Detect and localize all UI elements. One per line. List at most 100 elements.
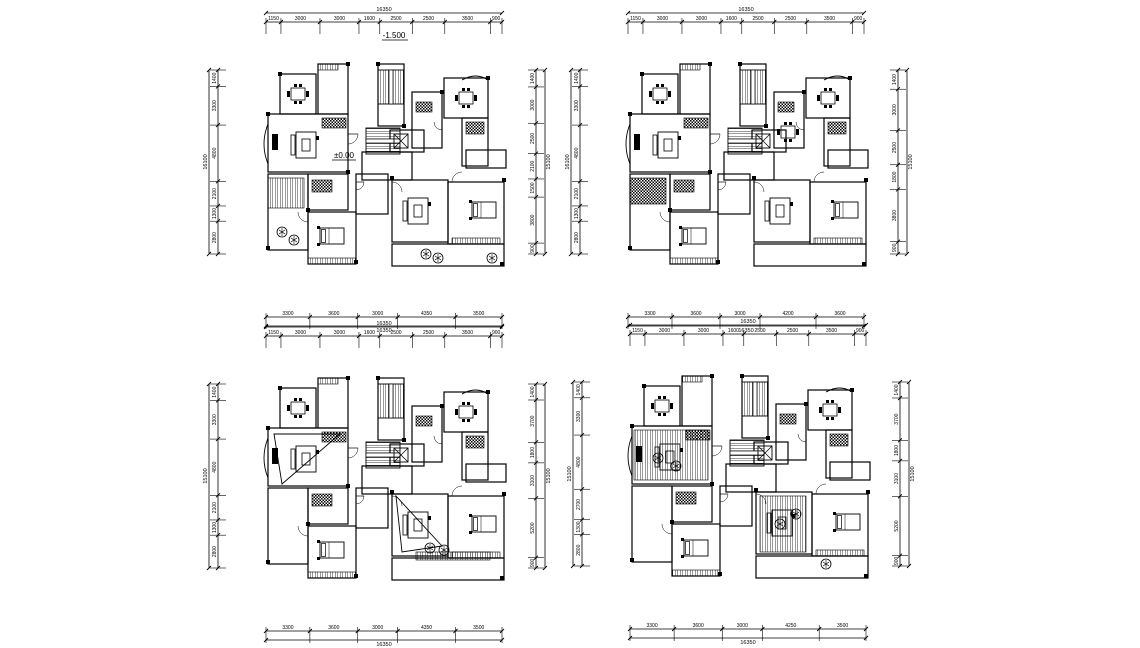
dimension-label: 2500	[752, 16, 763, 22]
door-swing	[795, 121, 805, 131]
dimension-label: 3000	[657, 16, 668, 22]
dining-table-left	[286, 83, 310, 105]
dining-room	[641, 73, 679, 115]
door-swing	[451, 171, 463, 183]
dimension-label: 3600	[328, 311, 339, 317]
bedroom	[307, 211, 357, 265]
dimension-label: 3500	[462, 16, 473, 22]
dimension-label: 1800	[530, 447, 536, 458]
living-room	[629, 113, 711, 173]
column	[266, 560, 270, 564]
dimension-label: 2500	[892, 142, 898, 153]
bedroom-right-window	[451, 237, 501, 245]
tv-cabinet-left	[634, 134, 640, 150]
dimension-tick	[906, 563, 912, 569]
dimension-label: 1150	[268, 16, 279, 22]
kitchen	[679, 63, 711, 115]
tv-cabinet-left	[272, 134, 278, 150]
living-room-right	[391, 179, 449, 243]
dimension-label: 3300	[212, 414, 218, 425]
dimension-label: 1600	[364, 330, 375, 336]
dimension-label: 2500	[423, 16, 434, 22]
dimension-total-label: 16350	[376, 642, 391, 648]
door-swing	[755, 493, 767, 505]
dimension-label: 3600	[834, 311, 845, 317]
bedroom	[307, 525, 357, 579]
dimension-total-label: 15100	[910, 466, 916, 481]
dimension-label: 1300	[212, 522, 218, 533]
column	[628, 246, 632, 250]
bedroom-window	[307, 571, 357, 579]
column	[486, 390, 490, 394]
kitchen-window	[317, 63, 339, 71]
dimension-label: 1150	[632, 328, 643, 334]
column	[764, 124, 768, 128]
dimension-total-label: 16350	[376, 7, 391, 13]
door-swing	[451, 485, 463, 497]
dimension-label: 1500	[530, 182, 536, 193]
dimension-label: 1300	[574, 208, 580, 219]
dimension-label: 1400	[530, 386, 536, 397]
kitchen-counter	[779, 413, 797, 425]
dimension-label: 2500	[390, 330, 401, 336]
hatched-areas	[267, 63, 501, 265]
dimension-tick	[542, 251, 548, 257]
dimension-label: 3000	[737, 623, 748, 629]
lift-cross	[755, 133, 771, 149]
dining-room	[279, 73, 317, 115]
dimension-tick	[499, 324, 505, 330]
bathroom	[671, 485, 713, 523]
dimension-total-label: 16350	[376, 321, 391, 327]
dimension-tick	[570, 563, 576, 569]
dimension-label: 1400	[530, 73, 536, 84]
plant	[420, 248, 432, 260]
dining-table-right	[816, 87, 840, 109]
sofa-left	[290, 445, 320, 473]
sofa-right	[402, 511, 432, 539]
dimension-label: 2800	[576, 544, 582, 555]
terrace-steps	[267, 177, 305, 209]
dimension-label: 3000	[698, 328, 709, 334]
dining-table-right	[454, 401, 478, 423]
dimension-label: 2500	[787, 328, 798, 334]
column	[738, 62, 742, 66]
column	[502, 178, 506, 182]
dimension-label: 900	[492, 330, 501, 336]
column	[640, 72, 644, 76]
dimension-total-label: 15100	[908, 154, 914, 169]
dining-room-right	[443, 391, 489, 433]
column	[346, 376, 350, 380]
door-swing	[815, 483, 827, 495]
dining-table-left	[648, 83, 672, 105]
bed-left	[316, 539, 345, 561]
bathroom-right-floor	[829, 433, 849, 447]
bathroom-floor	[673, 179, 695, 193]
lift-cross	[757, 445, 773, 461]
dimension-total-label: 16350	[740, 640, 755, 646]
dimension-label: 2500	[754, 328, 765, 334]
stair-lower-run	[727, 127, 763, 155]
stair-lower	[361, 465, 413, 495]
door-swing	[355, 181, 365, 191]
dimension-label: 2500	[423, 330, 434, 336]
column	[708, 170, 712, 174]
living-room	[267, 427, 349, 487]
dimension-tick	[542, 381, 548, 387]
terrace	[631, 485, 673, 563]
dimension-total-label: 16350	[738, 7, 753, 13]
dimension-tick	[904, 251, 910, 257]
dining-room	[643, 385, 681, 427]
furniture	[627, 387, 861, 570]
dimension-label: 3000	[659, 328, 670, 334]
column	[278, 72, 282, 76]
dimension-label: 1400	[574, 72, 580, 83]
dimension-tick	[263, 637, 269, 643]
column	[486, 76, 490, 80]
kitchen-right	[775, 403, 807, 461]
living-room	[267, 113, 349, 173]
bay-window	[263, 123, 269, 165]
dimension-label: 3500	[824, 16, 835, 22]
bed-right	[832, 511, 861, 533]
